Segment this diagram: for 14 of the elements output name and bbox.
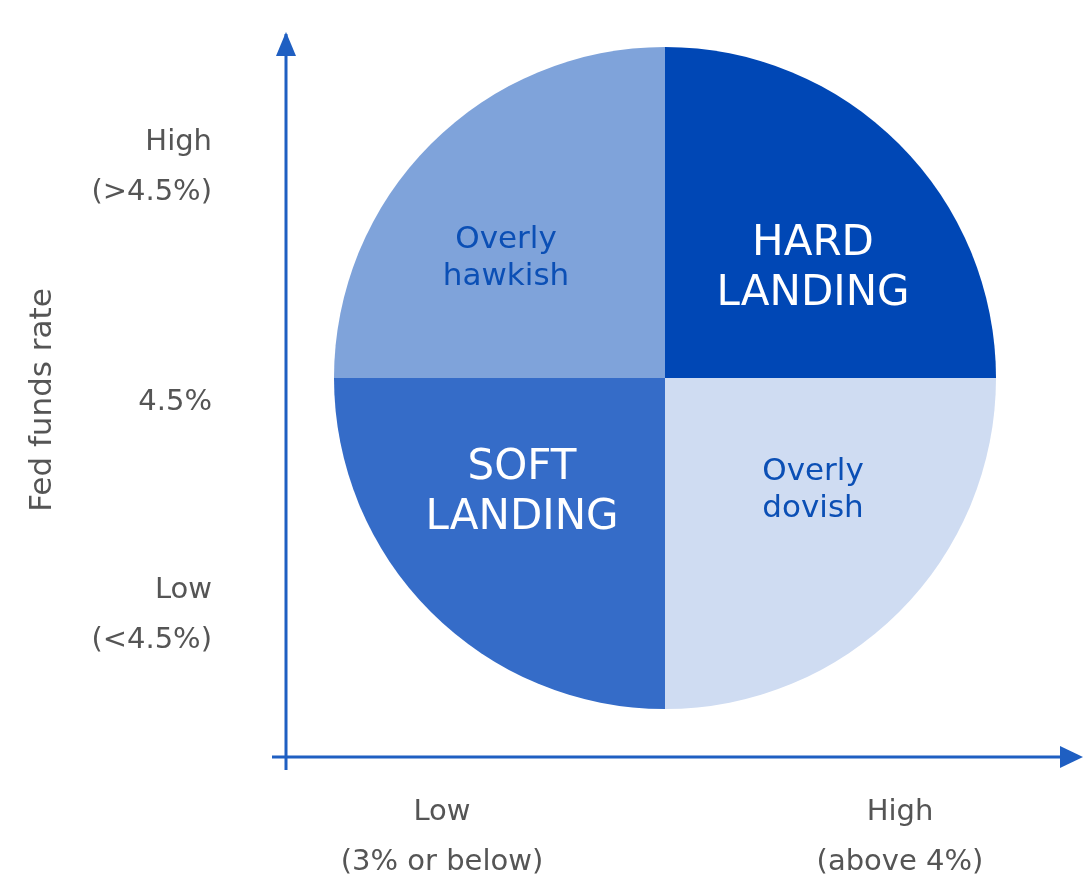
y-tick-label: Low (<4.5%) — [91, 570, 212, 657]
quadrant-label: HARD LANDING — [715, 215, 911, 317]
quadrant-sector — [665, 47, 996, 378]
y-tick-label: 4.5% — [138, 382, 212, 419]
quadrant-label: Overly dovish — [761, 450, 865, 526]
quadrant-sector — [334, 47, 665, 378]
quadrant-label: Overly hawkish — [441, 218, 571, 294]
quadrant-label: SOFT LANDING — [424, 439, 620, 541]
quadrant-sector — [334, 378, 665, 709]
x-tick-label: Low (3% or below) — [340, 792, 544, 875]
quadrant-sector — [665, 378, 996, 709]
y-tick-label: High (>4.5%) — [91, 122, 212, 209]
x-tick-label: High (above 4%) — [816, 792, 984, 875]
axis-title: Fed funds rate — [21, 288, 59, 512]
